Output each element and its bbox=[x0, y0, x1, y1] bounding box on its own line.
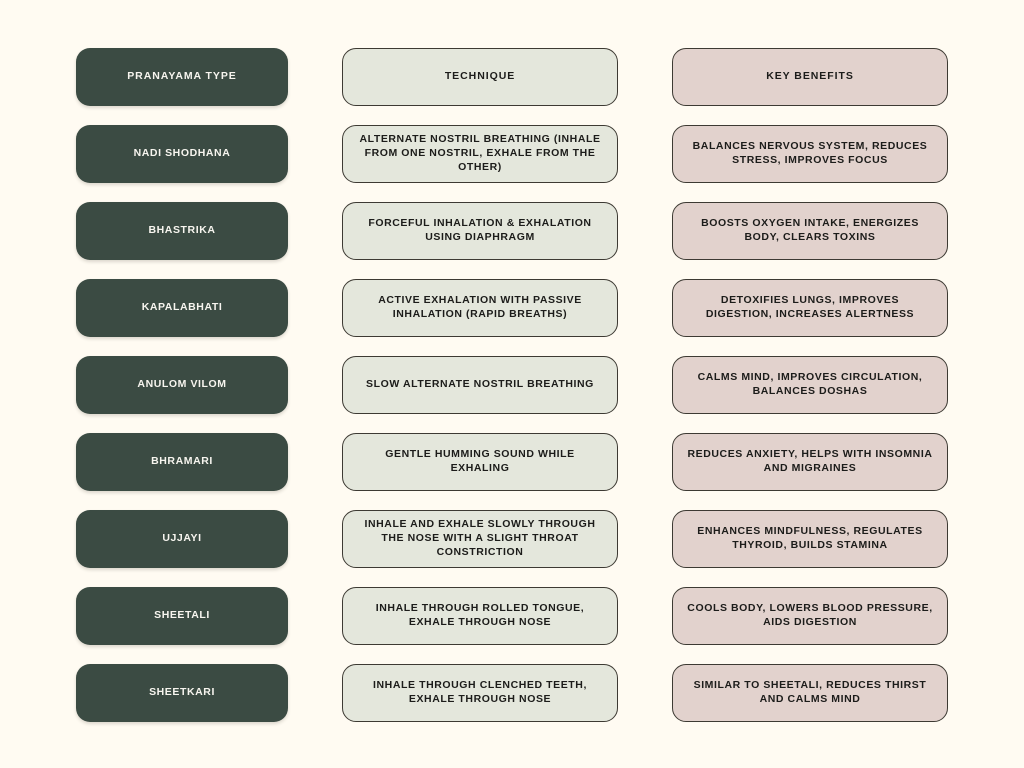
cell-type: NADI SHODHANA bbox=[133, 147, 231, 160]
cell-technique: SLOW ALTERNATE NOSTRIL BREATHING bbox=[366, 378, 594, 391]
table-row: COOLS BODY, LOWERS BLOOD PRESSURE, AIDS … bbox=[672, 587, 948, 645]
cell-type: BHRAMARI bbox=[151, 455, 213, 468]
cell-technique: GENTLE HUMMING SOUND WHILE EXHALING bbox=[385, 448, 575, 474]
table-row: DETOXIFIES LUNGS, IMPROVES DIGESTION, IN… bbox=[672, 279, 948, 337]
cell-benefits: DETOXIFIES LUNGS, IMPROVES DIGESTION, IN… bbox=[705, 294, 915, 320]
table-row: CALMS MIND, IMPROVES CIRCULATION, BALANC… bbox=[672, 356, 948, 414]
cell-benefits: BALANCES NERVOUS SYSTEM, REDUCES STRESS,… bbox=[692, 140, 928, 166]
table-row: ANULOM VILOM bbox=[76, 356, 288, 414]
table-row: REDUCES ANXIETY, HELPS WITH INSOMNIA AND… bbox=[672, 433, 948, 491]
cell-technique: INHALE AND EXHALE SLOWLY THROUGH THE NOS… bbox=[364, 518, 596, 558]
cell-technique: ACTIVE EXHALATION WITH PASSIVE INHALATIO… bbox=[378, 294, 582, 320]
header-label-technique: TECHNIQUE bbox=[444, 70, 516, 83]
table-row: FORCEFUL INHALATION & EXHALATION USING D… bbox=[342, 202, 618, 260]
table-row: SIMILAR TO SHEETALI, REDUCES THIRST AND … bbox=[672, 664, 948, 722]
cell-technique: INHALE THROUGH CLENCHED TEETH, EXHALE TH… bbox=[373, 679, 587, 705]
table-row: SHEETKARI bbox=[76, 664, 288, 722]
cell-type: ANULOM VILOM bbox=[137, 378, 227, 391]
table-row: BOOSTS OXYGEN INTAKE, ENERGIZES BODY, CL… bbox=[672, 202, 948, 260]
table-row: ENHANCES MINDFULNESS, REGULATES THYROID,… bbox=[672, 510, 948, 568]
table-row: SHEETALI bbox=[76, 587, 288, 645]
cell-benefits: ENHANCES MINDFULNESS, REGULATES THYROID,… bbox=[697, 525, 923, 551]
cell-technique: INHALE THROUGH ROLLED TONGUE, EXHALE THR… bbox=[375, 602, 585, 628]
cell-type: SHEETALI bbox=[154, 609, 210, 622]
cell-type: SHEETKARI bbox=[149, 686, 215, 699]
cell-benefits: BOOSTS OXYGEN INTAKE, ENERGIZES BODY, CL… bbox=[701, 217, 919, 243]
table-row: UJJAYI bbox=[76, 510, 288, 568]
table-row: BHASTRIKA bbox=[76, 202, 288, 260]
table-grid: PRANAYAMA TYPE TECHNIQUE KEY BENEFITS NA… bbox=[76, 48, 948, 722]
table-row: INHALE THROUGH CLENCHED TEETH, EXHALE TH… bbox=[342, 664, 618, 722]
cell-benefits: REDUCES ANXIETY, HELPS WITH INSOMNIA AND… bbox=[687, 448, 933, 474]
header-cell-technique: TECHNIQUE bbox=[342, 48, 618, 106]
cell-type: BHASTRIKA bbox=[148, 224, 216, 237]
cell-benefits: COOLS BODY, LOWERS BLOOD PRESSURE, AIDS … bbox=[687, 602, 933, 628]
table-row: NADI SHODHANA bbox=[76, 125, 288, 183]
cell-type: KAPALABHATI bbox=[141, 301, 223, 314]
table-row: SLOW ALTERNATE NOSTRIL BREATHING bbox=[342, 356, 618, 414]
table-row: ALTERNATE NOSTRIL BREATHING (INHALE FROM… bbox=[342, 125, 618, 183]
header-cell-pranayama-type: PRANAYAMA TYPE bbox=[76, 48, 288, 106]
header-cell-key-benefits: KEY BENEFITS bbox=[672, 48, 948, 106]
cell-benefits: CALMS MIND, IMPROVES CIRCULATION, BALANC… bbox=[697, 371, 923, 397]
cell-type: UJJAYI bbox=[162, 532, 202, 545]
cell-technique: FORCEFUL INHALATION & EXHALATION USING D… bbox=[368, 217, 592, 243]
table-row: BHRAMARI bbox=[76, 433, 288, 491]
table-row: INHALE AND EXHALE SLOWLY THROUGH THE NOS… bbox=[342, 510, 618, 568]
header-label-type: PRANAYAMA TYPE bbox=[127, 70, 237, 83]
table-row: KAPALABHATI bbox=[76, 279, 288, 337]
table-row: BALANCES NERVOUS SYSTEM, REDUCES STRESS,… bbox=[672, 125, 948, 183]
table-row: INHALE THROUGH ROLLED TONGUE, EXHALE THR… bbox=[342, 587, 618, 645]
cell-benefits: SIMILAR TO SHEETALI, REDUCES THIRST AND … bbox=[693, 679, 927, 705]
cell-technique: ALTERNATE NOSTRIL BREATHING (INHALE FROM… bbox=[359, 133, 601, 173]
table-row: GENTLE HUMMING SOUND WHILE EXHALING bbox=[342, 433, 618, 491]
header-label-benefits: KEY BENEFITS bbox=[766, 70, 854, 83]
table-row: ACTIVE EXHALATION WITH PASSIVE INHALATIO… bbox=[342, 279, 618, 337]
